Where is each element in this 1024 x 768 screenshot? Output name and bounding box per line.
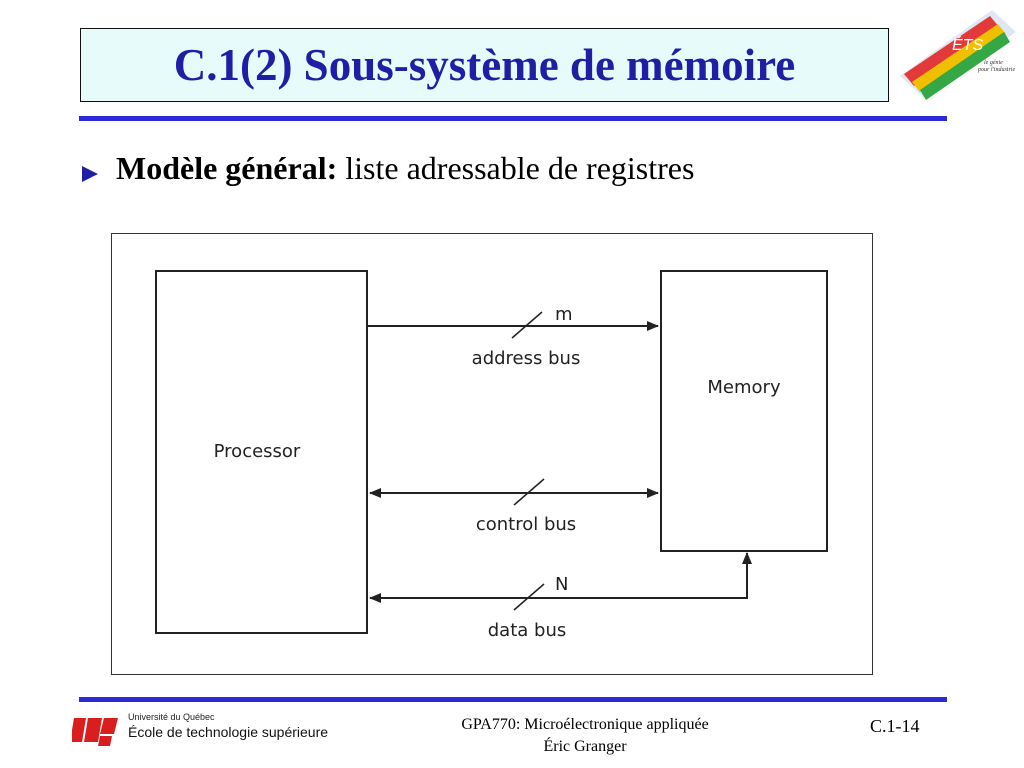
footer-divider	[79, 697, 947, 702]
footer-course-info: GPA770: Microélectronique appliquée Éric…	[380, 714, 790, 758]
bullet-text: Modèle général: liste adressable de regi…	[116, 150, 694, 187]
ets-tagline-1: le génie	[984, 60, 1003, 66]
memory-diagram: Processor Memory m address bus control b…	[111, 233, 873, 675]
institution-small: Université du Québec	[128, 712, 215, 722]
ets-logo: ÉTS le génie pour l'industrie	[900, 10, 1016, 100]
ets-logo-text: ÉTS	[952, 35, 983, 54]
control-bus-label: control bus	[476, 514, 576, 535]
ets-tagline-2: pour l'industrie	[977, 67, 1015, 73]
institution-name: École de technologie supérieure	[128, 724, 329, 740]
control-bus-slash	[513, 478, 545, 506]
address-bus-width: m	[555, 304, 573, 325]
slide-title-box: C.1(2) Sous-système de mémoire	[80, 28, 889, 102]
memory-block	[660, 270, 828, 552]
data-bus-width: N	[555, 574, 568, 595]
footer-course: GPA770: Microélectronique appliquée	[461, 716, 709, 733]
processor-block	[155, 270, 368, 634]
address-bus-label: address bus	[472, 348, 581, 369]
title-divider	[79, 116, 947, 121]
memory-label: Memory	[707, 377, 781, 398]
uq-logo-icon	[72, 718, 118, 746]
bullet-description: liste adressable de registres	[337, 150, 695, 186]
page-number: C.1-14	[870, 716, 920, 736]
slide-title: C.1(2) Sous-système de mémoire	[173, 40, 796, 90]
data-bus-label: data bus	[488, 620, 566, 641]
address-bus-slash	[511, 311, 543, 339]
processor-label: Processor	[214, 441, 301, 462]
bullet-bold-label: Modèle général:	[116, 150, 338, 186]
data-bus-slash	[513, 583, 545, 611]
memory-diagram-svg: Processor Memory m address bus control b…	[155, 270, 828, 641]
bullet-arrow-icon	[82, 166, 98, 182]
data-bus-line	[369, 552, 752, 603]
footer-author: Éric Granger	[543, 738, 627, 755]
